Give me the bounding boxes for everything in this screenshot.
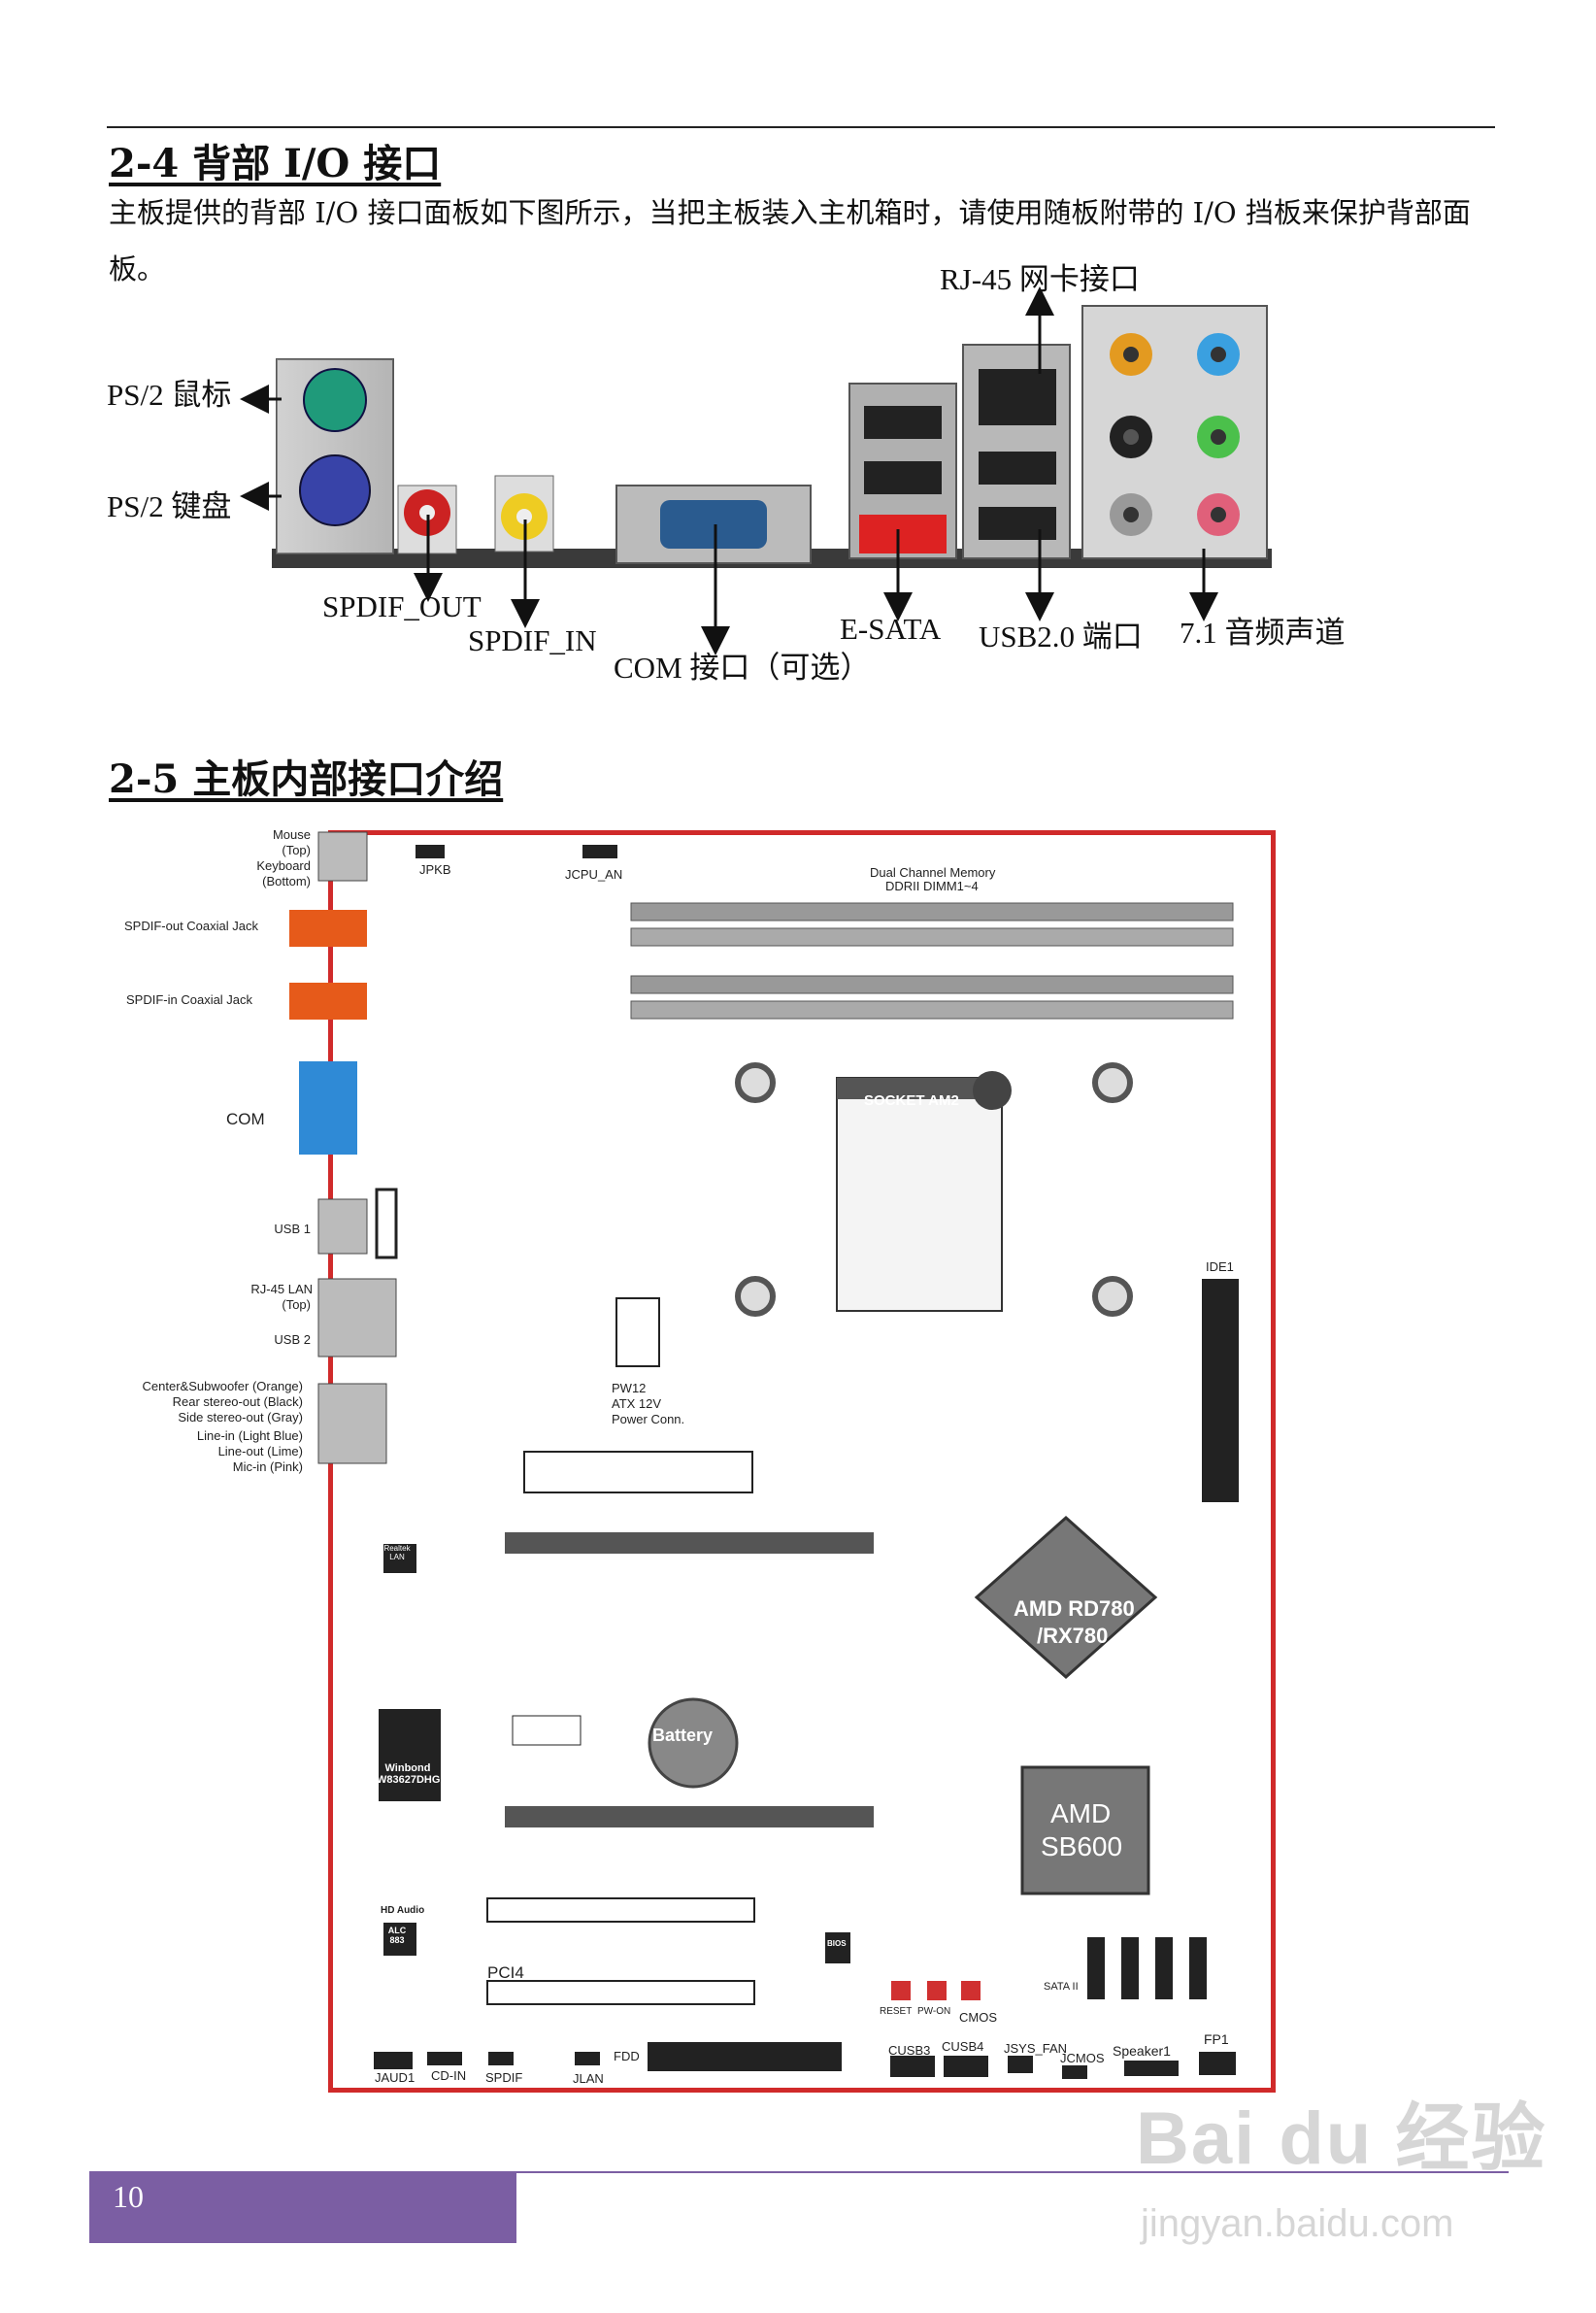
label-cdin: CD-IN bbox=[431, 2068, 466, 2083]
io-arrows bbox=[0, 0, 1596, 699]
label-audio-5: Line-out (Lime) bbox=[107, 1444, 303, 1458]
label-mouse-top: (Top) bbox=[233, 843, 311, 857]
label-sata: SATA II bbox=[1044, 1981, 1079, 1993]
label-speaker1: Speaker1 bbox=[1113, 2043, 1171, 2059]
label-rj45: RJ-45 网卡接口 bbox=[940, 254, 1140, 298]
label-jcpu-fan: JCPU_AN bbox=[565, 867, 622, 882]
label-winbond: Winbond W83627DHG bbox=[377, 1762, 439, 1786]
label-jlan: JLAN bbox=[573, 2071, 604, 2086]
label-fp1: FP1 bbox=[1204, 2031, 1229, 2047]
label-northbridge-1: AMD RD780 bbox=[1014, 1596, 1135, 1622]
label-audio-2: Rear stereo-out (Black) bbox=[107, 1394, 303, 1409]
label-hd-audio: HD Audio bbox=[381, 1905, 424, 1916]
label-keyboard-bottom: (Bottom) bbox=[233, 874, 311, 888]
label-jcmos: JCMOS bbox=[1060, 2051, 1105, 2065]
label-alc: ALC 883 bbox=[384, 1926, 410, 1945]
label-audio-4: Line-in (Light Blue) bbox=[107, 1428, 303, 1443]
label-spdif-in: SPDIF_IN bbox=[468, 623, 597, 658]
label-esata: E-SATA bbox=[840, 612, 941, 647]
label-rj45-lan: RJ-45 LAN bbox=[214, 1282, 313, 1296]
label-fdd: FDD bbox=[614, 2049, 640, 2063]
label-pw12-2: ATX 12V bbox=[612, 1396, 661, 1411]
label-cusb3: CUSB3 bbox=[888, 2043, 930, 2058]
label-cmos: CMOS bbox=[959, 2010, 997, 2025]
label-cusb4: CUSB4 bbox=[942, 2039, 983, 2054]
label-battery: Battery bbox=[652, 1726, 713, 1746]
label-southbridge-1: AMD bbox=[1050, 1798, 1111, 1829]
label-pwon: PW-ON bbox=[917, 2006, 950, 2017]
label-board-com: COM bbox=[226, 1110, 265, 1129]
label-com: COM 接口（可选） bbox=[614, 643, 870, 687]
label-southbridge-2: SB600 bbox=[1041, 1831, 1122, 1862]
watermark-logo: Bai du 经验 bbox=[1136, 2078, 1546, 2185]
label-reset: RESET bbox=[880, 2006, 912, 2017]
label-mouse: Mouse bbox=[233, 827, 311, 842]
label-ps2-keyboard: PS/2 键盘 bbox=[107, 482, 231, 525]
label-memory-1: Dual Channel Memory bbox=[870, 865, 995, 880]
label-spdif-out-jack: SPDIF-out Coaxial Jack bbox=[124, 919, 258, 933]
label-audio-3: Side stereo-out (Gray) bbox=[107, 1410, 303, 1425]
label-pw12-1: PW12 bbox=[612, 1381, 646, 1395]
label-spdif-in-jack: SPDIF-in Coaxial Jack bbox=[126, 992, 252, 1007]
label-usb: USB2.0 端口 bbox=[979, 612, 1143, 655]
label-usb2: USB 2 bbox=[233, 1332, 311, 1347]
label-audio-1: Center&Subwoofer (Orange) bbox=[107, 1379, 303, 1393]
label-audio: 7.1 音频声道 bbox=[1180, 608, 1346, 652]
page-number: 10 bbox=[113, 2179, 144, 2215]
footer-bar bbox=[89, 2171, 516, 2243]
label-ps2-mouse: PS/2 鼠标 bbox=[107, 370, 231, 414]
label-ide1: IDE1 bbox=[1206, 1259, 1234, 1274]
label-socket: SOCKET AM2 bbox=[864, 1092, 959, 1109]
label-rj45-top: (Top) bbox=[214, 1297, 311, 1312]
label-bios: BIOS bbox=[827, 1939, 847, 1948]
label-northbridge-2: /RX780 bbox=[1037, 1624, 1108, 1649]
label-pci4: PCI4 bbox=[487, 1963, 524, 1983]
label-realtek: Realtek LAN bbox=[381, 1544, 414, 1561]
label-spdif-header: SPDIF bbox=[485, 2070, 522, 2085]
label-audio-6: Mic-in (Pink) bbox=[107, 1459, 303, 1474]
watermark-url: jingyan.baidu.com bbox=[1141, 2202, 1453, 2246]
label-jaud1: JAUD1 bbox=[375, 2070, 415, 2085]
label-jpkb: JPKB bbox=[419, 862, 451, 877]
label-keyboard: Keyboard bbox=[233, 858, 311, 873]
label-usb1: USB 1 bbox=[233, 1222, 311, 1236]
section-title-internal: 2-5 主板内部接口介绍 bbox=[109, 748, 503, 804]
label-spdif-out: SPDIF_OUT bbox=[322, 589, 482, 624]
label-jsys-fan: JSYS_FAN bbox=[1004, 2041, 1067, 2056]
label-pw12-3: Power Conn. bbox=[612, 1412, 684, 1426]
label-memory-2: DDRII DIMM1~4 bbox=[885, 879, 979, 893]
